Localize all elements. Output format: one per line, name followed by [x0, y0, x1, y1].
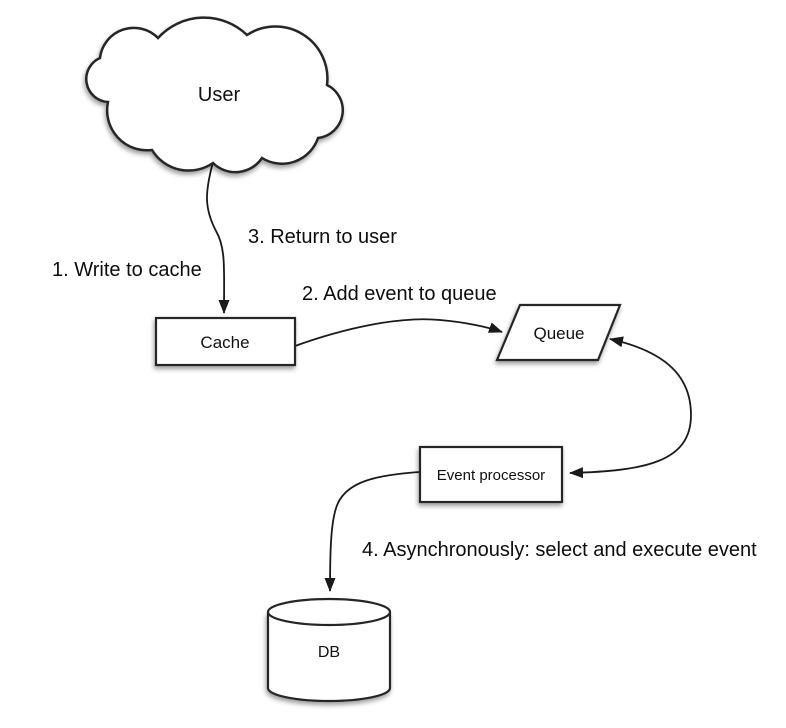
- db-cylinder-top: [266, 597, 392, 627]
- queue-eventprocessor-double-arrow: [569, 336, 692, 479]
- step2-label: 2. Add event to queue: [302, 283, 497, 305]
- eventprocessor-to-db-arrow: [324, 471, 421, 592]
- event-processor-box: [418, 445, 564, 504]
- cache-box: [154, 316, 297, 367]
- user-to-cache-arrow: [206, 161, 230, 314]
- cache-to-queue-arrow: [294, 318, 503, 347]
- step4-label: 4. Asynchronously: select and execute ev…: [362, 539, 757, 561]
- event-processor-label: Event processor: [437, 467, 545, 484]
- step3-label: 3. Return to user: [248, 226, 397, 248]
- queue-label: Queue: [533, 324, 584, 343]
- db-label: DB: [318, 644, 340, 661]
- db-cylinder-body: [266, 612, 392, 703]
- queue-parallelogram: [495, 303, 622, 362]
- step1-label: 1. Write to cache: [52, 259, 202, 281]
- user-cloud: [85, 16, 344, 174]
- cache-label: Cache: [200, 333, 249, 352]
- user-cloud-label: User: [198, 84, 241, 106]
- db-cylinder: DB: [266, 597, 392, 703]
